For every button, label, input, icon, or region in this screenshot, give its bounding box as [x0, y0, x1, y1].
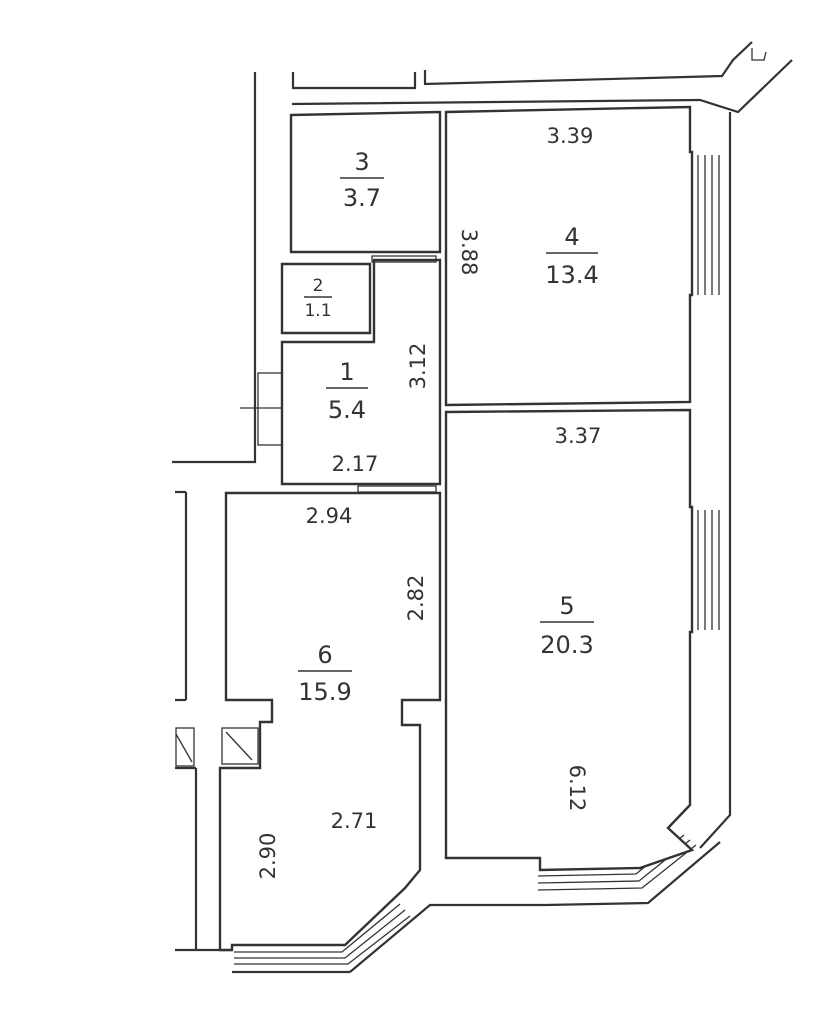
room-2-outline: [280, 262, 372, 335]
room-2-area: 1.1: [304, 301, 331, 321]
dim-room4-width: 3.39: [547, 124, 594, 148]
shaft-left: [175, 727, 195, 767]
room-3-area: 3.7: [343, 184, 381, 212]
room-2-number: 2: [313, 276, 324, 296]
room-4-label: 4 13.4: [545, 223, 598, 289]
room-4-outline: [444, 105, 694, 407]
room-4-number: 4: [564, 223, 579, 251]
dim-room6-inner-width: 2.71: [331, 809, 378, 833]
dim-room6-lower-depth: 2.90: [256, 833, 280, 880]
door-room-1-top: [371, 255, 437, 263]
dim-room5-width: 3.37: [555, 424, 602, 448]
dim-room6-width: 2.94: [306, 504, 353, 528]
room-6-outline: [218, 491, 442, 952]
room-6-number: 6: [317, 641, 332, 669]
room-3-label: 3 3.7: [340, 148, 384, 212]
room-5-area: 20.3: [540, 631, 593, 659]
window-right-upper: [697, 155, 720, 295]
room-5-number: 5: [559, 592, 574, 620]
room-6-area: 15.9: [298, 678, 351, 706]
room-1-outline: [280, 258, 442, 486]
room-1-area: 5.4: [328, 396, 366, 424]
room-6-label: 6 15.9: [298, 641, 352, 706]
dim-room1-width: 2.17: [332, 452, 379, 476]
dim-room4-depth: 3.88: [457, 229, 481, 276]
outer-walls: [172, 41, 793, 974]
room-4-area: 13.4: [545, 261, 598, 289]
room-1-number: 1: [339, 358, 354, 386]
dim-room5-depth: 6.12: [565, 765, 589, 812]
room-5-outline: [444, 408, 695, 872]
room-3-number: 3: [354, 148, 369, 176]
door-room-6-top: [357, 485, 437, 493]
window-right-middle: [697, 510, 720, 630]
window-bottom-left: [234, 903, 411, 965]
room-5-label: 5 20.3: [540, 592, 594, 659]
room-2-label: 2 1.1: [304, 276, 332, 321]
dim-room6-depth: 2.82: [404, 575, 428, 622]
room-3-outline: [289, 110, 442, 254]
dim-room1-depth: 3.12: [406, 343, 430, 390]
room-1-label: 1 5.4: [326, 358, 368, 424]
shaft-room-6: [221, 727, 259, 765]
